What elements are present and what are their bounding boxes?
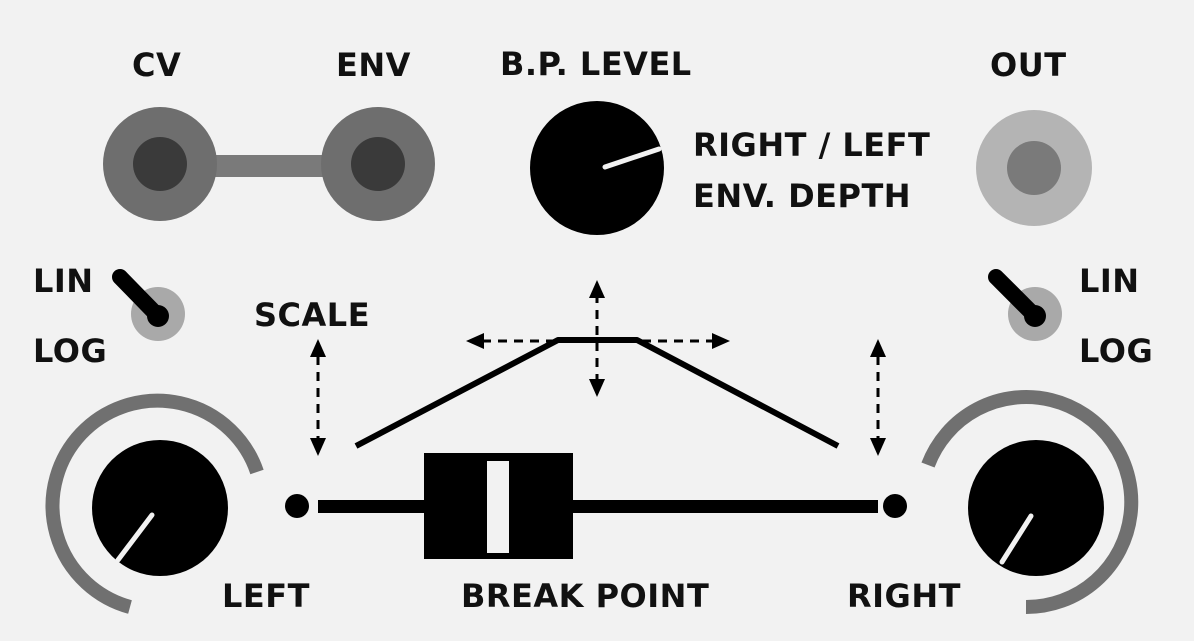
left-scale-arrow — [310, 339, 326, 456]
left-knob-range-arc — [45, 393, 264, 614]
bp-level-knob[interactable] — [530, 101, 664, 235]
out-label: OUT — [990, 46, 1067, 84]
scale-label: SCALE — [254, 296, 371, 334]
slider-left-end-dot — [285, 494, 309, 518]
env-label: ENV — [336, 46, 411, 84]
left-knob[interactable] — [92, 440, 228, 576]
cv-jack[interactable] — [103, 107, 217, 221]
slider-right-end-dot — [883, 494, 907, 518]
break-point-slider[interactable] — [285, 453, 907, 559]
out-jack[interactable] — [976, 110, 1092, 226]
breakpoint-horizontal-arrow — [466, 333, 730, 349]
breakpoint-vertical-arrow — [589, 280, 605, 397]
slider-cap-indicator — [487, 461, 509, 553]
right-scale-arrow — [870, 339, 886, 456]
lin-right-label: LIN — [1079, 262, 1140, 300]
right-label: RIGHT — [847, 577, 961, 615]
env-jack[interactable] — [321, 107, 435, 221]
right-left-label: RIGHT / LEFT — [693, 126, 931, 164]
log-right-label: LOG — [1079, 332, 1154, 370]
left-label: LEFT — [222, 577, 310, 615]
slider-track — [318, 500, 878, 513]
bp-level-label: B.P. LEVEL — [500, 45, 692, 83]
left-lin-log-switch[interactable] — [112, 269, 185, 341]
right-knob-range-arc — [921, 390, 1139, 615]
right-lin-log-switch[interactable] — [988, 269, 1062, 341]
env-depth-label: ENV. DEPTH — [693, 177, 912, 215]
cv-label: CV — [132, 46, 182, 84]
log-left-label: LOG — [33, 332, 108, 370]
break-point-label: BREAK POINT — [461, 577, 710, 615]
lin-left-label: LIN — [33, 262, 94, 300]
right-knob[interactable] — [968, 440, 1104, 576]
cv-env-link-bar — [200, 155, 340, 177]
